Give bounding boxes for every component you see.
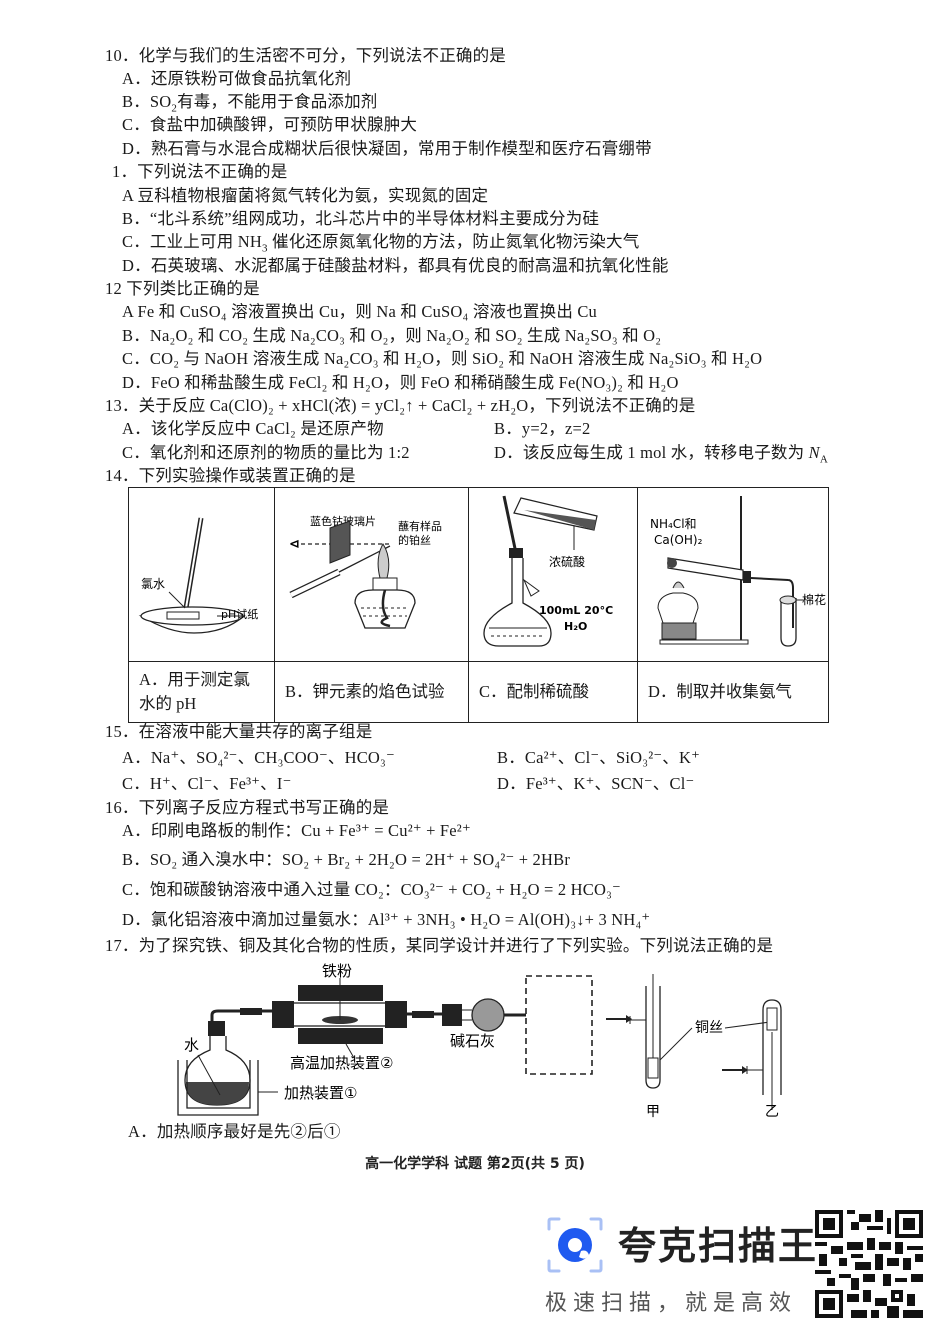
q13-option-a: A．该化学反应中 CaCl₂ 是还原产物 [122, 419, 384, 438]
q10-option-d: D．熟石膏与水混合成糊状后很快凝固，常用于制作模型和医疗石膏绷带 [122, 139, 652, 158]
figure-a-ph-test: 氯水 pH试纸 [128, 487, 275, 662]
watermark-title: 夸克扫描王 [618, 1224, 819, 1268]
page-footer: 高一化学学科 试题 第2页(共 5 页) [365, 1156, 585, 1172]
label-yi: 乙 [765, 1104, 779, 1120]
figure-d-ammonia: NH₄Cl和 Ca(OH)₂ 棉花 [637, 487, 829, 662]
label-iron-powder: 铁粉 [322, 962, 352, 980]
q16-option-b: B．SO₂ 通入溴水中：SO₂ + Br₂ + 2H₂O = 2H⁺ + SO₄… [122, 850, 571, 869]
label-soda-lime: 碱石灰 [450, 1032, 495, 1050]
label-copper-wire: 铜丝 [695, 1020, 723, 1036]
caption-b: B．钾元素的焰色试验 [274, 661, 469, 723]
caption-d: D．制取并收集氨气 [637, 661, 829, 723]
q11-option-d: D．石英玻璃、水泥都属于硅酸盐材料，都具有优良的耐高温和抗氧化性能 [122, 256, 669, 275]
label-heater-1: 加热装置① [284, 1084, 357, 1102]
label-chlorine-water: 氯水 [141, 577, 165, 591]
q13-option-c: C．氧化剂和还原剂的物质的量比为 1:2 [122, 443, 410, 462]
q15-option-b: B．Ca²⁺、Cl⁻、SiO₃²⁻、K⁺ [497, 748, 700, 767]
figure-c-dilute-acid: 浓硫酸 100mL 20°C H₂O [468, 487, 638, 662]
qr-code-icon[interactable] [815, 1210, 923, 1318]
caption-a: A．用于测定氯水的 pH [128, 661, 275, 723]
q12-option-c: C．CO₂ 与 NaOH 溶液生成 Na₂CO₃ 和 H₂O，则 SiO₂ 和 … [122, 349, 763, 368]
label-nh4cl: NH₄Cl和 [650, 517, 697, 531]
q12-option-a: A Fe 和 CuSO₄ 溶液置换出 Cu，则 Na 和 CuSO₄ 溶液也置换… [122, 302, 598, 321]
label-cobalt-glass: 蓝色钴玻璃片 [310, 514, 376, 528]
q16-option-a: A．印刷电路板的制作：Cu + Fe³⁺ = Cu²⁺ + Fe²⁺ [122, 821, 471, 840]
watermark-subtitle: 极速扫描，就是高效 [545, 1291, 798, 1316]
q16-stem: 16．下列离子反应方程式书写正确的是 [105, 798, 390, 817]
q11-option-c: C．工业上可用 NH3 催化还原氮氧化物的方法，防止氮氧化物污染大气 [122, 232, 640, 255]
q10-stem: 10．化学与我们的生活密不可分，下列说法不正确的是 [105, 46, 506, 65]
q11-option-a: A 豆科植物根瘤菌将氮气转化为氨，实现氮的固定 [122, 186, 489, 205]
label-water: H₂O [564, 620, 587, 633]
q13-option-d: D．该反应每生成 1 mol 水，转移电子数为 NA [494, 443, 829, 466]
q11-stem: 1．下列说法不正确的是 [112, 162, 288, 181]
q16-option-c: C．饱和碳酸钠溶液中通入过量 CO₂：CO₃²⁻ + CO₂ + H₂O = 2… [122, 880, 621, 899]
q17-option-a: A．加热顺序最好是先②后① [128, 1122, 341, 1141]
q15-stem: 15．在溶液中能大量共存的离子组是 [105, 722, 373, 741]
label-jia: 甲 [646, 1104, 660, 1120]
q14-apparatus-table: 氯水 pH试纸 蓝色钴玻璃片 蘸有样品 的铂丝 ⊲ [128, 487, 829, 723]
label-water: 水 [184, 1036, 199, 1054]
q17-stem: 17．为了探究铁、铜及其化合物的性质，某同学设计并进行了下列实验。下列说法正确的… [105, 936, 774, 955]
q12-stem: 12 下列类比正确的是 [105, 279, 260, 298]
q15-option-a: A．Na⁺、SO₄²⁻、CH₃COO⁻、HCO₃⁻ [122, 748, 395, 767]
label-wire-2: 的铂丝 [398, 533, 431, 547]
eye-icon: ⊲ [289, 537, 300, 552]
q13-stem: 13．关于反应 Ca(ClO)₂ + xHCl(浓) = yCl₂↑ + CaC… [105, 396, 696, 415]
q13-option-b: B．y=2，z=2 [494, 419, 591, 438]
label-cotton: 棉花 [802, 592, 826, 607]
q10-option-c: C．食盐中加碘酸钾，可预防甲状腺肿大 [122, 115, 418, 134]
q14-stem: 14．下列实验操作或装置正确的是 [105, 466, 356, 485]
q11-option-b: B．“北斗系统”组网成功，北斗芯片中的半导体材料主要成分为硅 [122, 209, 600, 228]
q15-option-d: D．Fe³⁺、K⁺、SCN⁻、Cl⁻ [497, 774, 695, 793]
label-wire-1: 蘸有样品 [398, 519, 442, 533]
q15-option-c: C．H⁺、Cl⁻、Fe³⁺、I⁻ [122, 774, 292, 793]
q17-apparatus-diagram: 铁粉 高温加热装置② 水 加热装置① 碱石灰 铜丝 甲 乙 [177, 962, 782, 1120]
label-ph-paper: pH试纸 [221, 608, 258, 621]
label-caoh2: Ca(OH)₂ [654, 533, 703, 547]
q12-option-d: D．FeO 和稀盐酸生成 FeCl₂ 和 H₂O，则 FeO 和稀硝酸生成 Fe… [122, 373, 679, 392]
q16-option-d: D．氯化铝溶液中滴加过量氨水：Al³⁺ + 3NH₃ • H₂O = Al(OH… [122, 910, 651, 929]
q12-option-b: B．Na₂O₂ 和 CO₂ 生成 Na₂CO₃ 和 O₂，则 Na₂O₂ 和 S… [122, 326, 662, 345]
figure-b-flame-test: 蓝色钴玻璃片 蘸有样品 的铂丝 ⊲ [274, 487, 469, 662]
label-flask-volume: 100mL 20°C [539, 604, 613, 617]
label-conc-sulfuric-acid: 浓硫酸 [549, 554, 585, 569]
quark-scanner-logo-icon [547, 1217, 603, 1273]
label-heater-2: 高温加热装置② [290, 1054, 393, 1072]
q10-option-b: B．SO2有毒，不能用于食品添加剂 [122, 92, 378, 115]
caption-c: C．配制稀硫酸 [468, 661, 638, 723]
q10-option-a: A．还原铁粉可做食品抗氧化剂 [122, 69, 352, 88]
